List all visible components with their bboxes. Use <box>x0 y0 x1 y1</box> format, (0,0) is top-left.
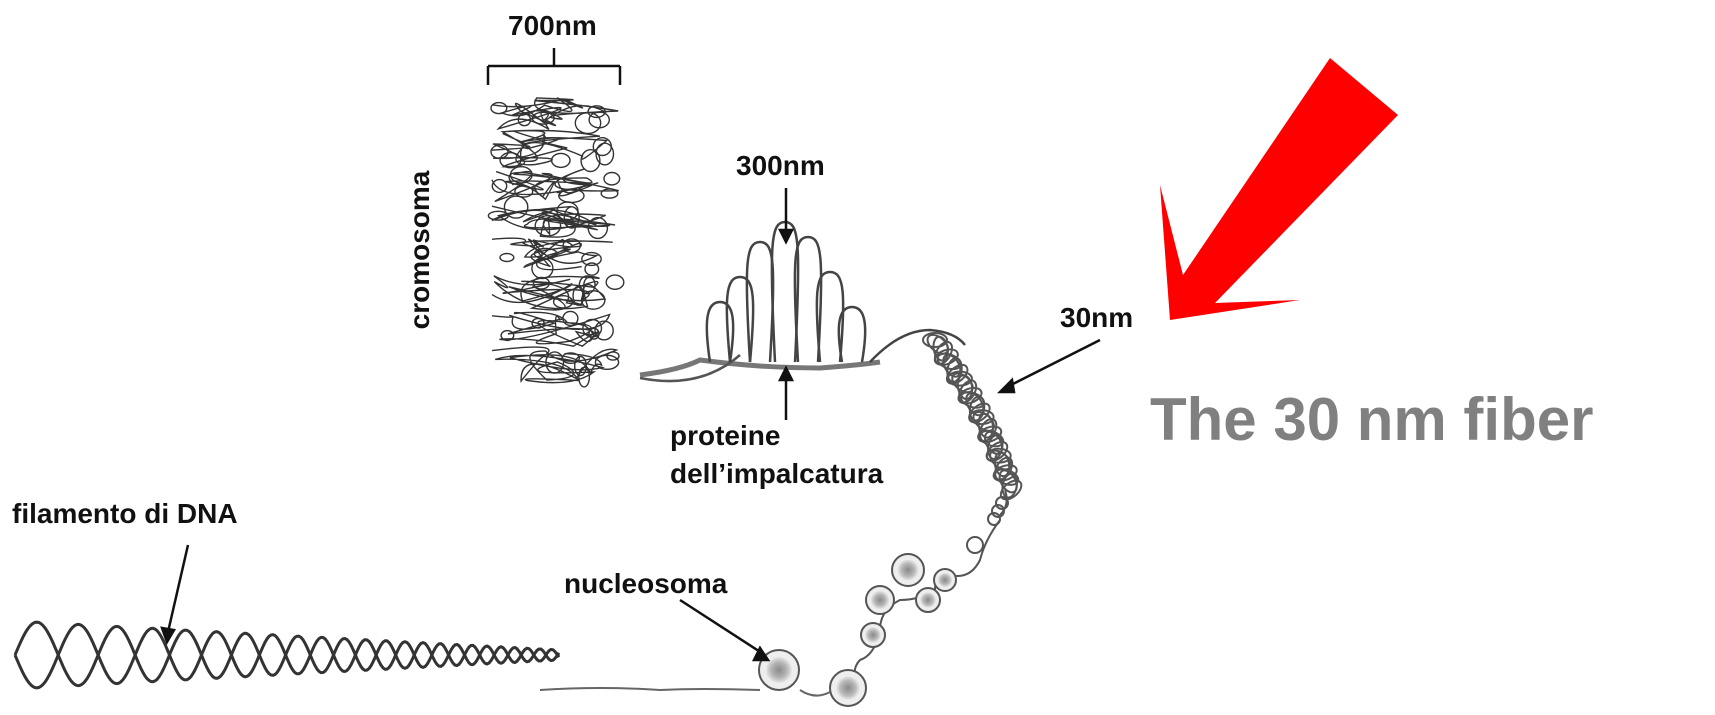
pointer-scaffold <box>780 368 792 420</box>
scaffold-loops <box>640 355 880 381</box>
pointer-dna <box>162 545 188 642</box>
label-cromosoma: cromosoma <box>404 171 436 330</box>
dna-double-helix <box>15 622 559 688</box>
label-300nm: 300nm <box>736 150 825 182</box>
bracket-700nm <box>488 48 620 85</box>
chromosome-illustration <box>488 98 623 387</box>
red-arrow-icon <box>1160 58 1398 320</box>
label-impalcatura: dell’impalcatura <box>670 458 883 490</box>
chromatin-loops <box>707 222 965 362</box>
label-nucleosoma: nucleosoma <box>564 568 727 600</box>
label-filamento-dna: filamento di DNA <box>12 498 238 530</box>
pointer-nucleosome <box>680 600 768 660</box>
label-30nm: 30nm <box>1060 302 1133 334</box>
pointer-30nm <box>1000 340 1100 392</box>
label-700nm: 700nm <box>508 10 597 42</box>
30nm-fiber <box>923 331 1025 590</box>
label-proteine: proteine <box>670 420 780 452</box>
caption-30nm-fiber: The 30 nm fiber <box>1150 385 1593 454</box>
pointer-300nm <box>780 188 792 242</box>
